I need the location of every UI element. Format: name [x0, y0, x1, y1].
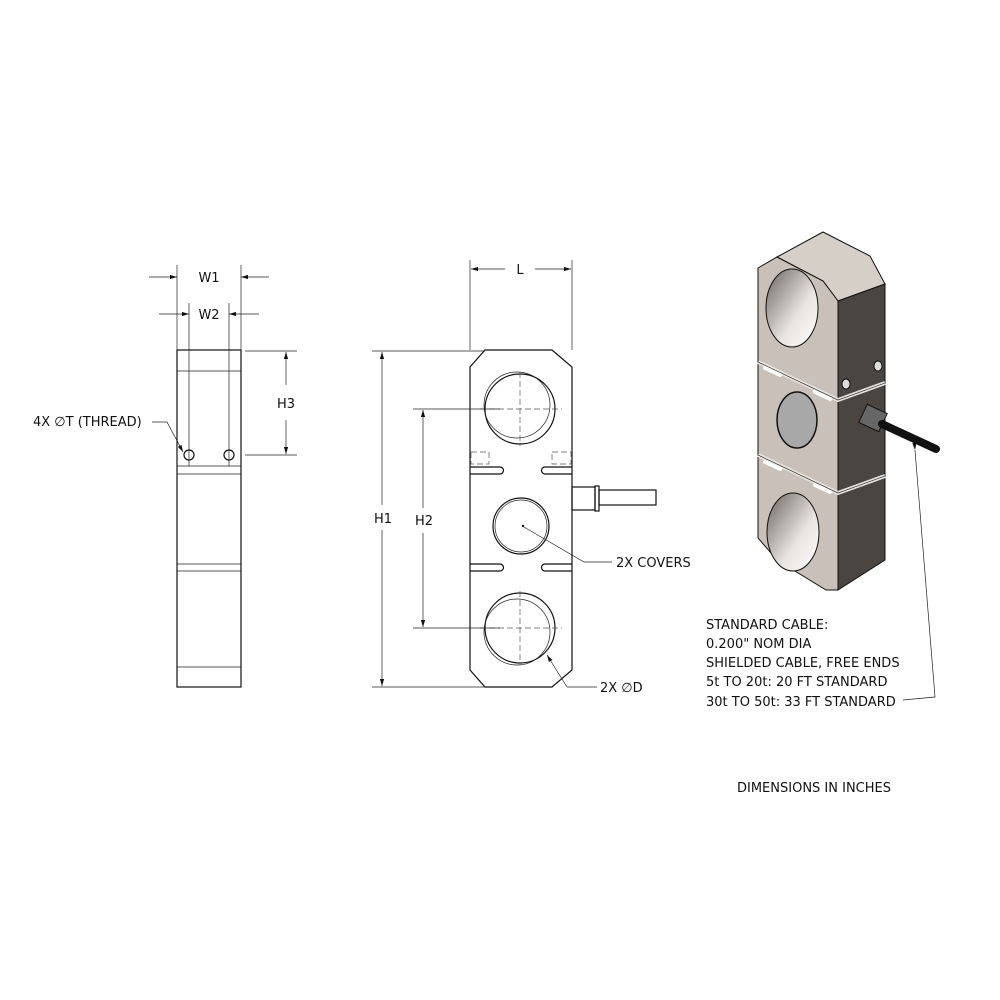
front-body-outline: [469, 349, 573, 688]
side-view: W1 W2 H3 4X ∅T (THREAD): [33, 265, 297, 688]
cover: [492, 497, 550, 555]
cable-note-line: SHIELDED CABLE, FREE ENDS: [706, 656, 900, 671]
iso-side-face: [837, 283, 886, 591]
h3-label: H3: [277, 397, 295, 412]
units-note: DIMENSIONS IN INCHES: [737, 781, 891, 796]
cable: [598, 489, 657, 506]
front-view: L H1 H2 2X COVERS 2X ∅D: [372, 260, 691, 696]
cable-connector: [571, 486, 596, 511]
cable-notes: STANDARD CABLE: 0.200" NOM DIA SHIELDED …: [706, 618, 900, 710]
w1-label: W1: [198, 271, 219, 286]
iso-bottom-hole: [766, 492, 820, 572]
cable-note-line: STANDARD CABLE:: [706, 618, 828, 633]
thread-hole: [183, 449, 195, 461]
iso-cover: [776, 391, 818, 449]
thread-callout: 4X ∅T (THREAD): [33, 415, 142, 430]
h1-label: H1: [374, 512, 392, 527]
cable-note-line: 5t TO 20t: 20 FT STANDARD: [706, 675, 887, 690]
cable-note-line: 0.200" NOM DIA: [706, 637, 811, 652]
w2-label: W2: [198, 308, 219, 323]
iso-cable: [878, 420, 940, 453]
thread-hole: [223, 449, 235, 461]
isometric-view: [757, 231, 940, 701]
covers-callout: 2X COVERS: [616, 556, 691, 571]
l-label: L: [516, 263, 524, 278]
h2-label: H2: [415, 514, 433, 529]
cable-note-line: 30t TO 50t: 33 FT STANDARD: [706, 695, 896, 710]
diameter-callout: 2X ∅D: [600, 681, 643, 696]
iso-top-hole: [765, 268, 819, 348]
side-body-outline: [176, 349, 242, 688]
